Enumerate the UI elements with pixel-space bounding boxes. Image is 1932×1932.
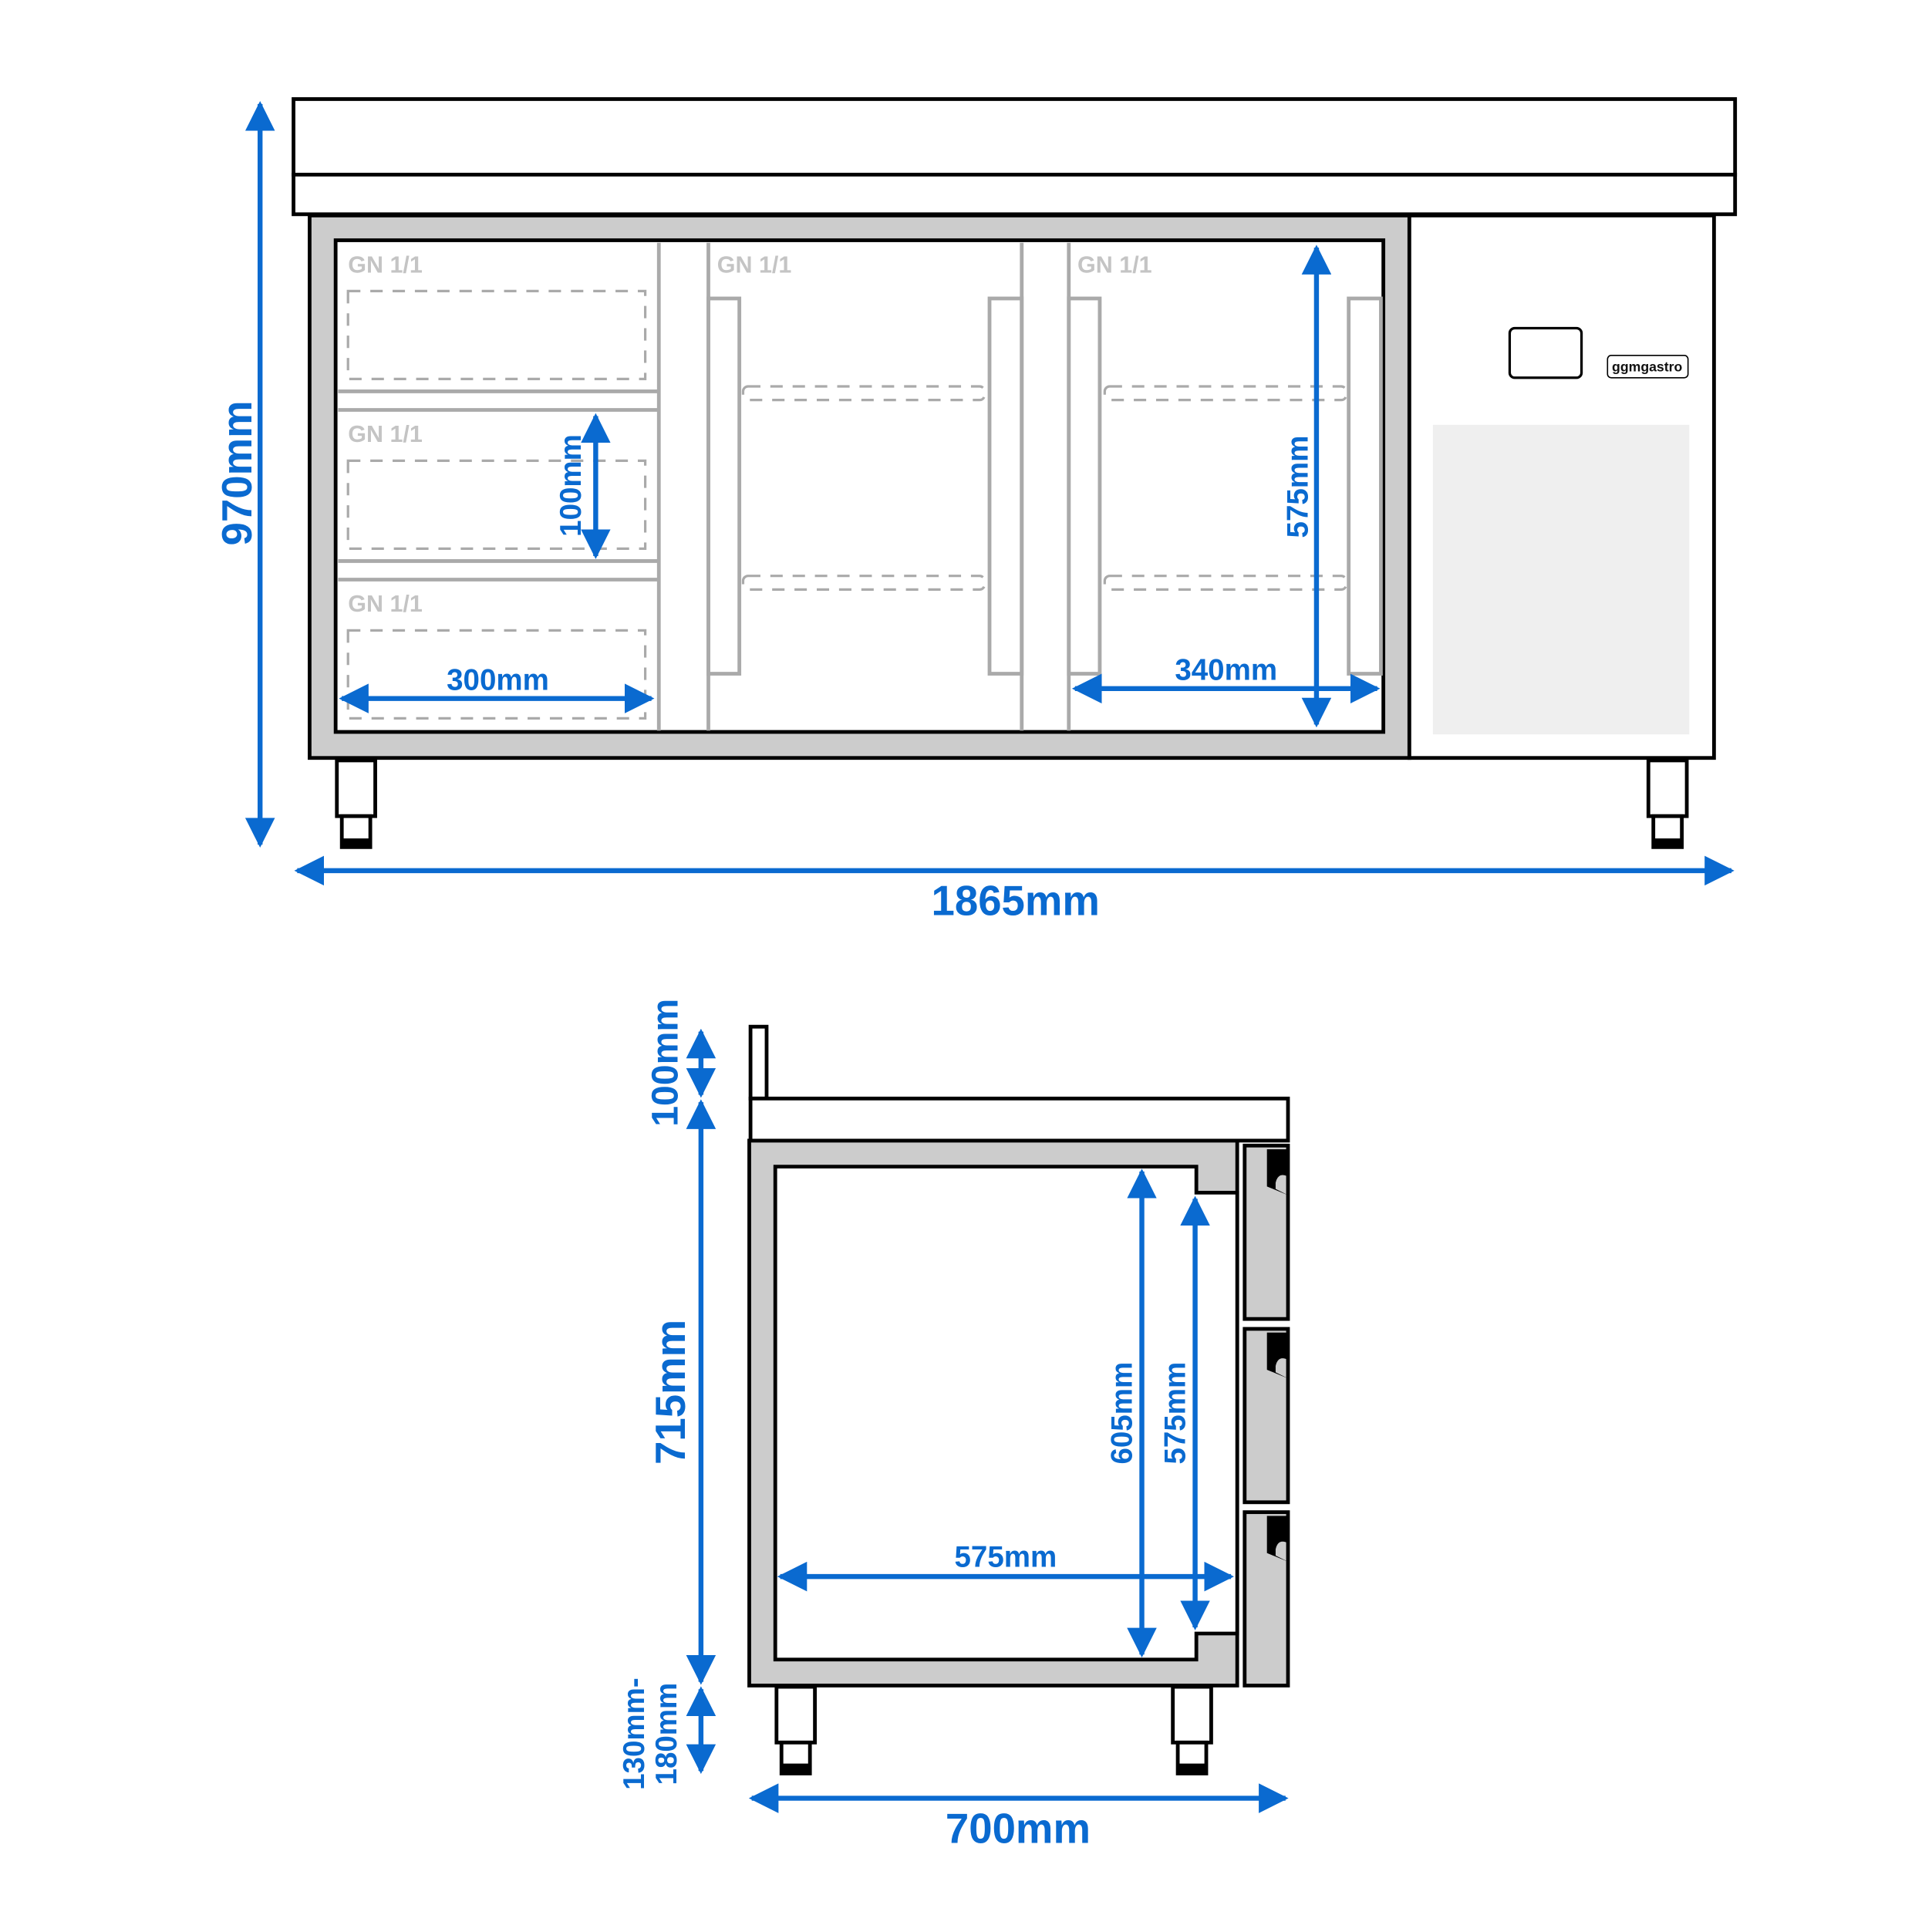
ventilation-grille [1432, 424, 1690, 735]
dim-drawer-height: 100mm [555, 434, 588, 537]
legs-front [335, 758, 1689, 849]
dim-door-height: 575mm [1282, 436, 1315, 538]
gn-label-drawer-3: GN 1/1 [348, 591, 423, 617]
door-opening [333, 238, 1386, 734]
dim-drawer-width: 300mm [447, 663, 549, 696]
gn-label-drawer-1: GN 1/1 [348, 251, 423, 278]
dim-body-height: 715mm [647, 1320, 694, 1465]
brand-badge [1607, 355, 1689, 379]
worktop [292, 173, 1738, 217]
dim-interior-height-inner: 575mm [1159, 1362, 1192, 1465]
brand-logo-text: ggmgastro [1612, 359, 1682, 375]
control-display [1508, 326, 1583, 379]
gn-label-drawer-2: GN 1/1 [348, 421, 423, 447]
dim-interior-height-outer: 605mm [1106, 1362, 1139, 1465]
dim-depth: 700mm [946, 1805, 1091, 1852]
legs-side [774, 1684, 1213, 1775]
front-dimensions: 970mm 1865mm 100mm 300mm 575mm 340mm [214, 101, 1735, 925]
dim-total-width: 1865mm [931, 878, 1099, 925]
dim-interior-width: 575mm [955, 1540, 1057, 1573]
dim-leg-height-line1: 130mm- [618, 1677, 651, 1790]
side-dimensions: 100mm 715mm 130mm- 180mm 700mm 575mm 605… [618, 999, 1289, 1852]
gn-label-door-2: GN 1/1 [1077, 251, 1152, 278]
front-view: GN 1/1 GN 1/1 GN 1/1 GN 1/1 GN 1/1 [214, 97, 1738, 925]
side-view: 100mm 715mm 130mm- 180mm 700mm 575mm 605… [618, 999, 1290, 1852]
dim-door-width: 340mm [1175, 654, 1277, 687]
side-drawers [1242, 1143, 1290, 1688]
dim-leg-height-line2: 180mm [650, 1683, 683, 1785]
drawer-column: GN 1/1 GN 1/1 GN 1/1 [338, 242, 661, 731]
gn-label-door-1: GN 1/1 [717, 251, 792, 278]
side-upstand [748, 1024, 769, 1101]
machine-compartment: ggmgastro [1407, 213, 1716, 760]
worktop-upstand [292, 97, 1738, 177]
dim-upstand-height: 100mm [644, 999, 686, 1127]
door-middle: GN 1/1 [706, 242, 1024, 731]
side-worktop [748, 1096, 1290, 1143]
side-interior [773, 1165, 1239, 1662]
dim-total-height: 970mm [214, 400, 261, 545]
